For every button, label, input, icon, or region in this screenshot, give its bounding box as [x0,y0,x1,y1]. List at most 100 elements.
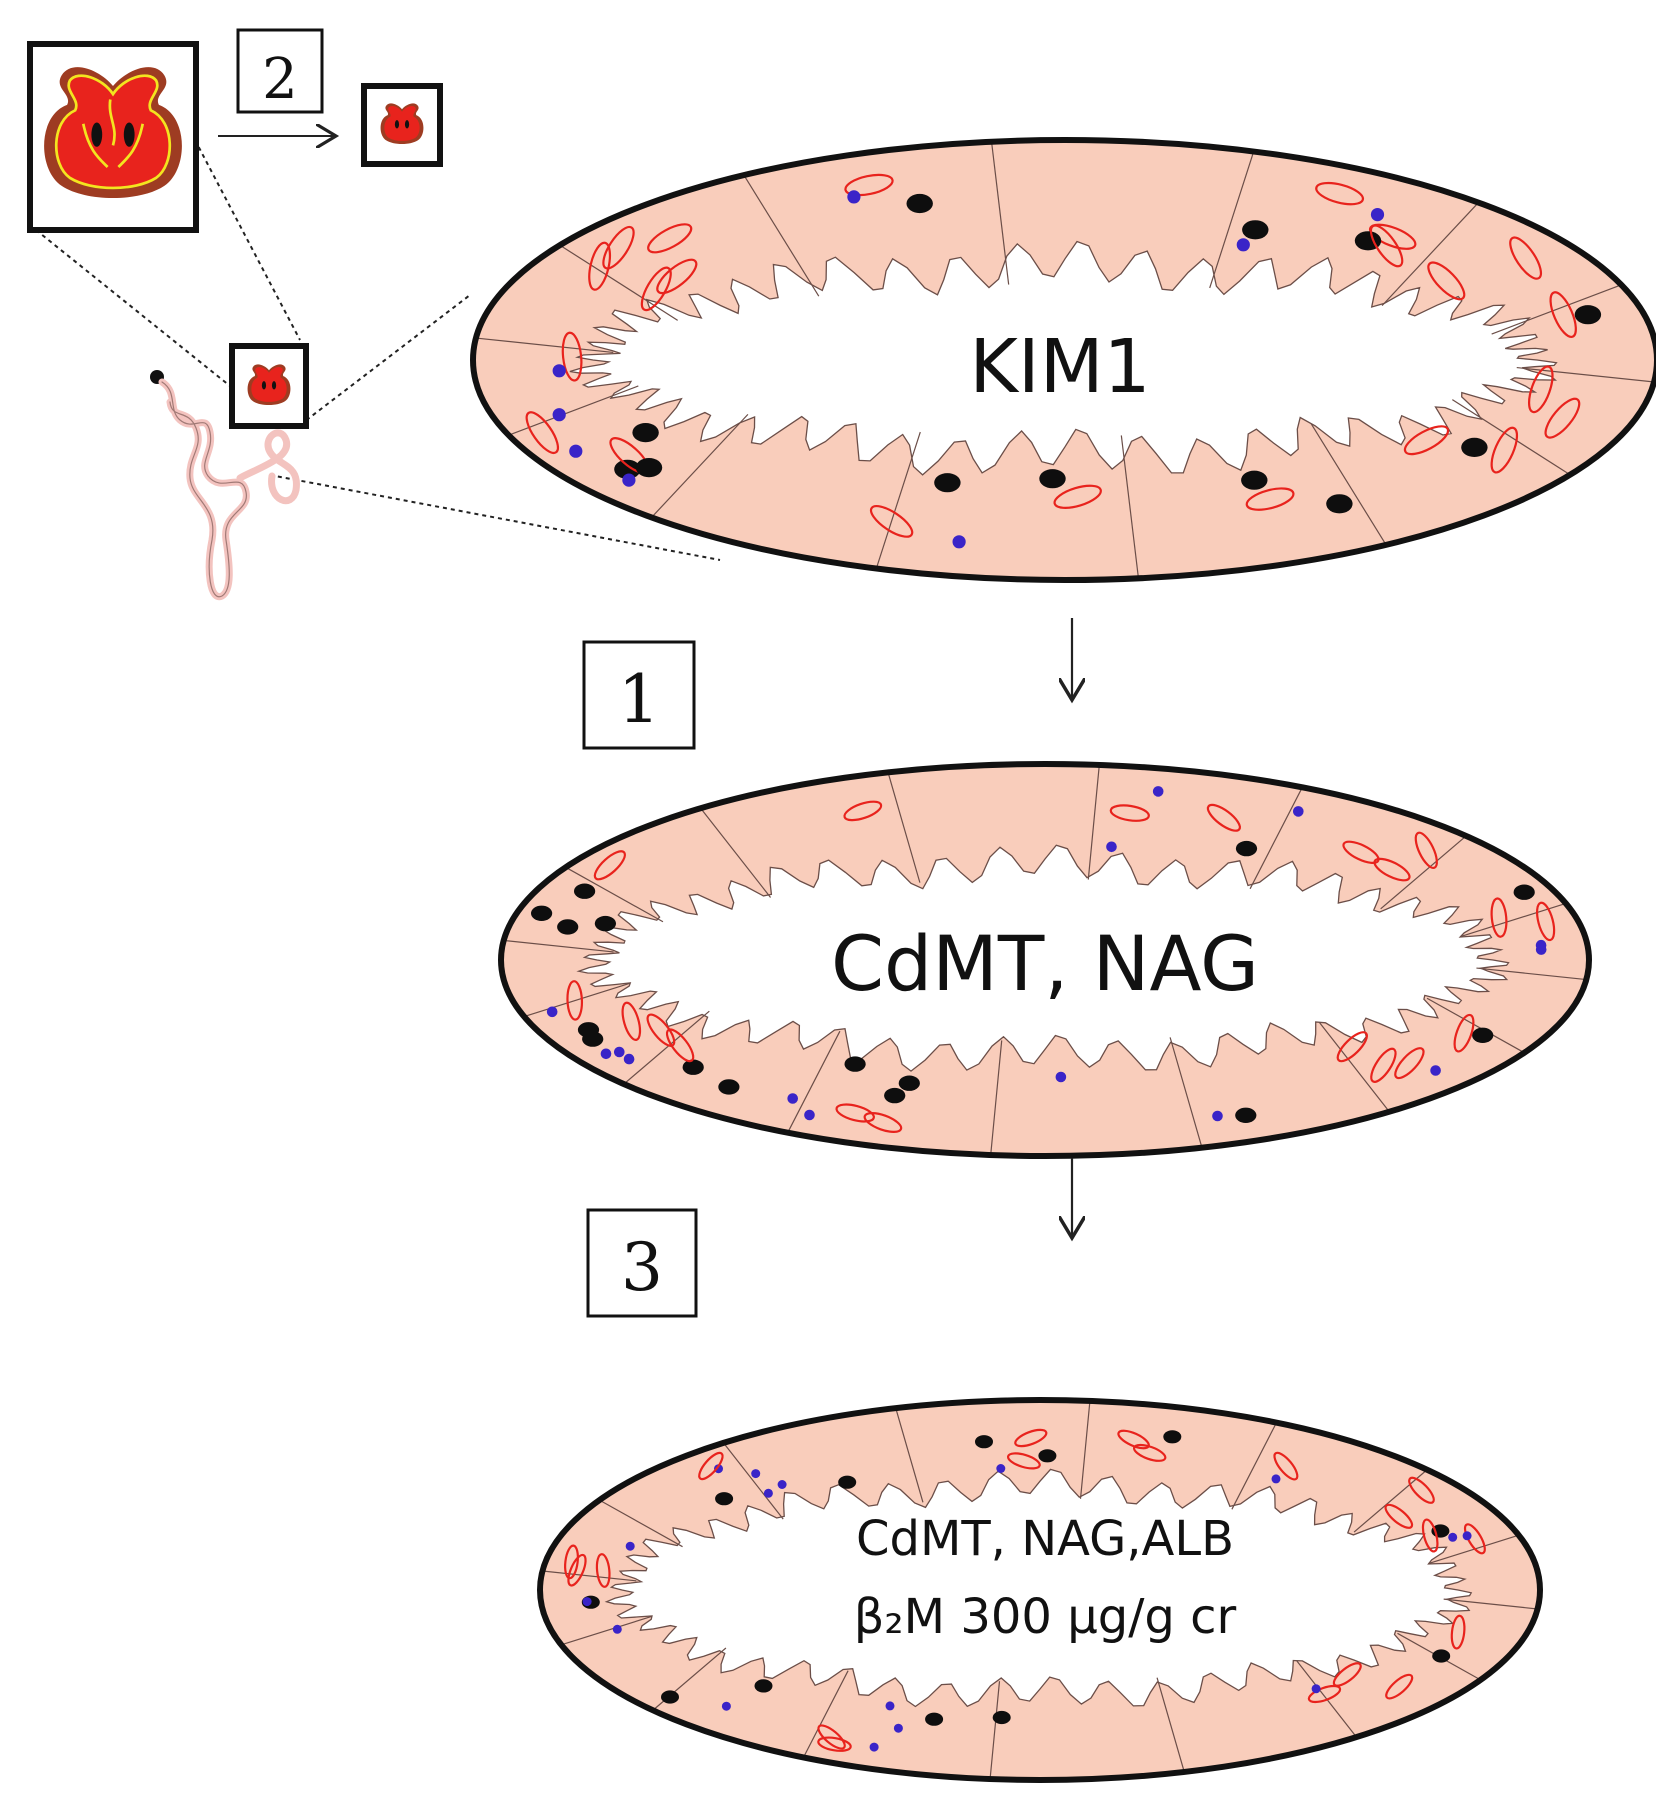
mitochondrion-organelle [1403,425,1450,456]
mitochondrion-organelle [1549,291,1577,339]
cell-border [1426,997,1525,1054]
tubule-outline [470,137,1656,583]
step-2-label: 2 [262,47,298,112]
cell-nucleus [718,1079,740,1095]
mitochondrion-organelle [1450,1614,1466,1650]
cell-border [787,1030,841,1133]
vesicle [569,444,583,458]
mitochondrion-organelle [1535,901,1556,942]
vesicle [714,1464,723,1474]
cell-border [1353,1469,1428,1533]
cell-nucleus [1432,1649,1451,1663]
cell-nucleus [577,1022,600,1038]
vesicle [1370,208,1385,222]
cell-border [561,1615,652,1646]
vesicle [1152,786,1164,797]
mitochondrion-organelle [1109,804,1150,822]
mitochondrion-organelle [1307,1684,1342,1704]
mitochondrion-organelle [1117,1429,1150,1450]
vesicle [552,364,566,378]
vesicle [582,1597,592,1607]
tubule-outline [498,761,1592,1159]
mitochondrion-organelle [1490,897,1508,938]
cell-nucleus [1235,840,1258,857]
mitochondrion-organelle [564,1544,579,1580]
tubule-cross-section-top [470,137,1656,583]
nephron-icon [150,370,300,601]
cell-border [743,174,820,297]
vesicle [600,1048,612,1060]
vesicle [1430,1065,1441,1076]
cell-nucleus [661,1690,679,1704]
cell-nucleus [1039,469,1066,489]
cell-border [802,1670,849,1758]
cell-border [503,939,614,953]
mitochondrion-organelle [561,331,583,382]
cell-nucleus [531,905,553,921]
vesicle [885,1701,895,1711]
vesicle [1311,1684,1321,1694]
mitochondrion-organelle [665,1028,695,1063]
cell-nucleus [632,423,659,443]
mitochondrion-organelle [1373,857,1411,882]
cell-border [475,337,614,354]
vesicle [847,190,861,204]
vesicle [622,473,636,487]
tubule-top-label: KIM1 [969,324,1150,410]
mitochondrion-organelle [843,800,883,822]
cell-nucleus [594,915,617,932]
mitochondrion-organelle [525,411,560,455]
mitochondrion-organelle [1527,365,1554,414]
cell-nucleus [754,1679,773,1693]
vesicle [751,1469,761,1479]
cell-border [700,807,772,898]
vesicle [893,1723,903,1733]
mitochondrion-organelle [817,1724,846,1750]
tubule-middle-label: CdMT, NAG [831,919,1259,1008]
cell-nucleus [1472,1027,1494,1044]
cell-nucleus [1163,1430,1182,1444]
cell-border [599,1499,683,1548]
cell-border [1231,1422,1278,1510]
mitochondrion-organelle [1206,803,1241,832]
mitochondrion-organelle [1463,1523,1486,1555]
cell-border [1120,435,1140,579]
mitochondrion-organelle [1509,236,1543,280]
vesicle [1462,1531,1472,1541]
mitochondrion-organelle [1370,1047,1397,1083]
vesicle [623,1053,635,1065]
tubule-bottom-label-line2: β₂M 300 μg/g cr [854,1589,1237,1645]
mitochondrion-small-icon [380,103,424,145]
cell-nucleus [715,1492,734,1506]
mitochondrion-organelle [1453,1013,1475,1053]
mitochondrion-organelle [566,980,584,1021]
vesicle [787,1093,798,1104]
cell-border [1249,787,1303,890]
cell-border [1443,1598,1538,1610]
tubule-lumen [604,1468,1473,1708]
mitochondrion-organelle [1384,1503,1414,1529]
step-2-box: 2 [236,28,324,114]
cell-nucleus [1326,494,1353,514]
mitochondrion-organelle [621,1001,642,1041]
tubule-lumen [569,240,1558,476]
cell-border [989,1681,1001,1780]
cell-border [1516,366,1655,383]
cell-border [1156,1677,1185,1773]
mitochondrion-organelle [698,1451,724,1481]
cell-nucleus [906,193,933,214]
mitochondrion-organelle [844,173,894,197]
cell-nucleus [838,1475,857,1489]
cell-border [875,431,921,569]
cell-nucleus [635,458,663,478]
mitochondrion-organelle [1053,484,1102,509]
cell-nucleus [1513,884,1535,900]
cell-border [1209,151,1255,289]
mitochondrion-organelle [1408,1476,1435,1504]
vesicle [612,1624,622,1634]
vesicle [721,1701,731,1711]
mitochondrion-organelle [1421,1518,1439,1553]
vesicle [1271,1474,1281,1484]
cell-nucleus [1241,470,1268,490]
